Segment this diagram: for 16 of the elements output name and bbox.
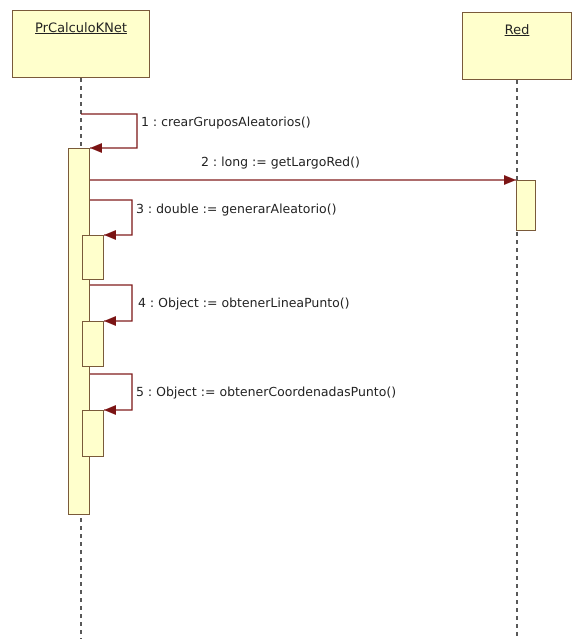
object-box: PrCalculoKNet: [12, 10, 150, 78]
object-box: Red: [462, 12, 572, 80]
message-label: 2 : long := getLargoRed(): [200, 154, 361, 169]
message-arrow: [81, 113, 138, 153]
message-label: 4 : Object := obtenerLineaPunto(): [137, 295, 351, 310]
message-label: 5 : Object := obtenerCoordenadasPunto(): [135, 384, 398, 399]
activation-bar: [82, 235, 104, 280]
activation-bar: [82, 410, 104, 457]
message-label: 3 : double := generarAleatorio(): [135, 201, 338, 216]
message-label: 1 : crearGruposAleatorios(): [140, 114, 312, 129]
message-arrow: [90, 199, 133, 240]
message-arrow: [90, 284, 133, 326]
activation-bar: [516, 180, 536, 231]
message-arrow: [90, 175, 516, 185]
message-arrow: [90, 373, 133, 415]
activation-bar: [82, 321, 104, 367]
